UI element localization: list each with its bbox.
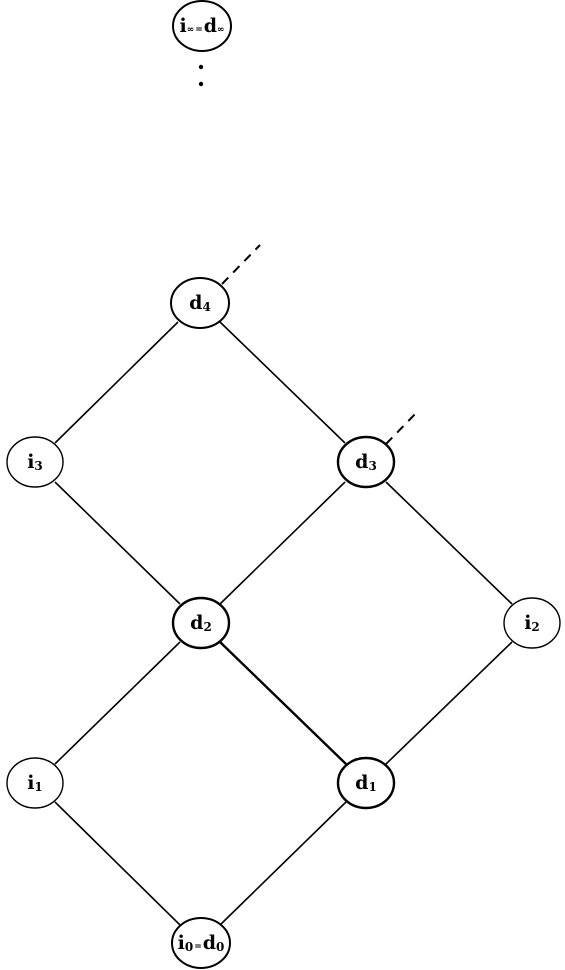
node-i3-main: i xyxy=(27,451,34,473)
node-top-sub: ∞ xyxy=(187,25,195,35)
node-i0-d0: i0=d0 xyxy=(171,917,231,969)
node-d1: d1 xyxy=(336,756,396,810)
node-top-main2: d xyxy=(204,15,217,37)
ellipsis-dot-2 xyxy=(198,81,204,87)
svg-text:i1: i1 xyxy=(27,772,43,794)
edge-d2-i1 xyxy=(54,641,181,765)
node-d3: d3 xyxy=(336,435,396,489)
svg-text:d3: d3 xyxy=(355,451,377,473)
node-d4-sub: 4 xyxy=(202,300,210,314)
node-top-main: i xyxy=(179,15,186,37)
edge-i3-d2 xyxy=(54,481,181,605)
node-i2-sub: 2 xyxy=(531,620,539,634)
node-bottom-sub: 0 xyxy=(185,940,193,954)
edges xyxy=(54,244,513,926)
edge-d4-dashed xyxy=(221,244,261,285)
edge-d3-d2 xyxy=(219,481,346,605)
node-d1-sub: 1 xyxy=(368,780,376,794)
node-d3-main: d xyxy=(355,451,368,473)
node-i3-sub: 3 xyxy=(34,459,42,473)
node-i-infinity-d-infinity: i∞=d∞ xyxy=(172,0,232,52)
node-bottom-sub2: 0 xyxy=(216,940,224,954)
svg-text:i2: i2 xyxy=(524,612,540,634)
node-i3: i3 xyxy=(6,436,64,488)
node-top-sub2: ∞ xyxy=(217,25,225,35)
node-d3-sub: 3 xyxy=(368,459,376,473)
edge-i1-bottom xyxy=(54,801,181,926)
node-d1-main: d xyxy=(355,772,368,794)
edge-d3-i2 xyxy=(385,481,513,605)
node-d2: d2 xyxy=(171,596,231,650)
node-i2: i2 xyxy=(503,597,561,649)
svg-text:i0=d0: i0=d0 xyxy=(178,932,225,954)
vertical-ellipsis xyxy=(198,64,204,87)
node-bottom-main: i xyxy=(178,932,185,954)
node-i1: i1 xyxy=(6,757,64,809)
node-i1-main: i xyxy=(27,772,34,794)
node-i1-sub: 1 xyxy=(34,780,42,794)
node-d2-sub: 2 xyxy=(203,620,211,634)
node-d4: d4 xyxy=(170,277,230,329)
edge-d2-d1 xyxy=(219,641,347,765)
edge-d4-d3 xyxy=(219,321,346,444)
edge-d1-bottom xyxy=(219,801,347,926)
node-bottom-eq: = xyxy=(194,942,202,952)
edge-i2-d1 xyxy=(385,641,513,765)
svg-text:d1: d1 xyxy=(355,772,377,794)
svg-text:d2: d2 xyxy=(190,612,212,634)
ellipsis-dot-1 xyxy=(198,64,204,70)
svg-text:d4: d4 xyxy=(189,292,211,314)
node-i2-main: i xyxy=(524,612,531,634)
edge-d3-dashed xyxy=(385,410,419,445)
node-d4-main: d xyxy=(189,292,202,314)
node-top-eq: = xyxy=(195,25,203,35)
svg-text:i∞=d∞: i∞=d∞ xyxy=(179,15,224,37)
svg-text:i3: i3 xyxy=(27,451,43,473)
node-d2-main: d xyxy=(190,612,203,634)
node-bottom-main2: d xyxy=(203,932,216,954)
edge-d4-i3 xyxy=(54,321,179,444)
